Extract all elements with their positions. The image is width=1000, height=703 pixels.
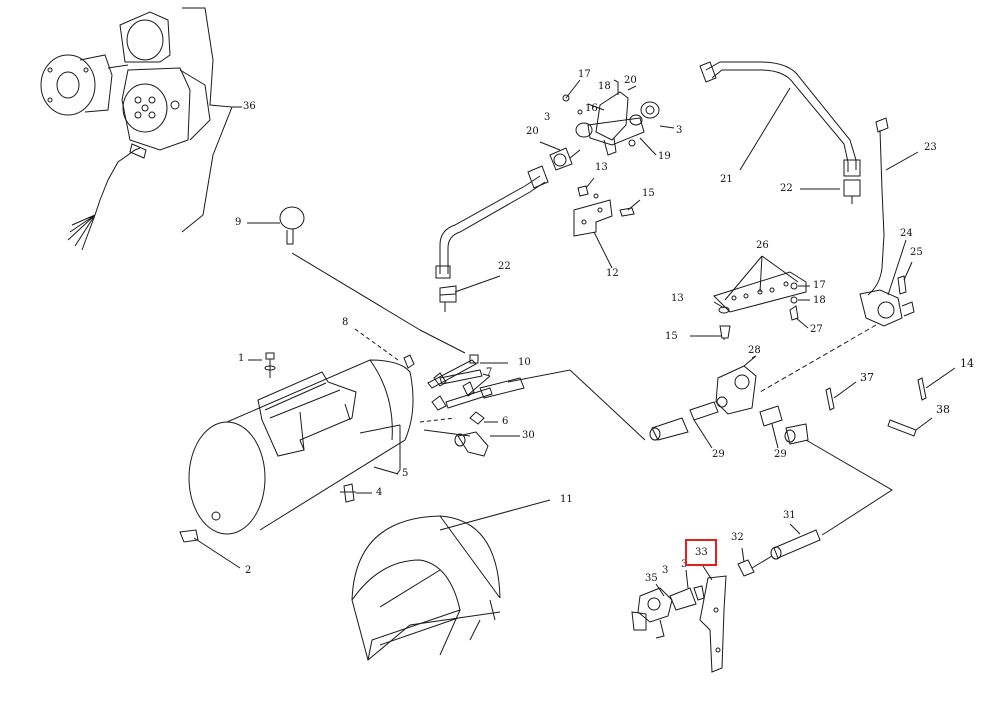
callout-12: 12: [606, 268, 619, 279]
part-2-bolt: [179, 529, 241, 569]
callout-37: 37: [860, 371, 874, 384]
callout-13b: 13: [671, 293, 684, 304]
callout-26: 26: [756, 240, 769, 251]
callout-13: 13: [595, 162, 608, 173]
callout-3d: 3: [681, 559, 688, 570]
callout-25: 25: [910, 247, 923, 258]
part-pressure-switch: [539, 79, 675, 269]
callout-22: 22: [780, 183, 793, 194]
part-37-pin: [825, 381, 857, 411]
callout-29a: 29: [712, 449, 725, 460]
part-6-nut: [469, 411, 498, 425]
callout-8: 8: [342, 317, 349, 328]
callout-20b: 20: [526, 126, 539, 137]
part-7-fittings: [439, 369, 525, 409]
callout-28: 28: [748, 345, 761, 356]
callout-21: 21: [720, 174, 733, 185]
callout-9: 9: [235, 217, 242, 228]
callout-3c: 3: [662, 565, 669, 576]
callout-1: 1: [238, 353, 245, 364]
part-11-cover: [351, 499, 551, 661]
callout-18b: 18: [813, 295, 826, 306]
callout-17b: 17: [813, 280, 826, 291]
callout-6: 6: [502, 416, 509, 427]
callout-19: 19: [658, 151, 671, 162]
callout-16: 16: [585, 103, 598, 114]
callout-30: 30: [522, 430, 535, 441]
callout-38: 38: [936, 403, 950, 416]
part-4-drain: [340, 483, 372, 503]
callout-3b: 3: [676, 125, 683, 136]
callout-33: 33: [695, 547, 708, 558]
part-21-pipe: [699, 61, 861, 204]
part-9-gauge: [247, 206, 466, 354]
part-5-tank: [188, 354, 475, 535]
callout-32: 32: [731, 532, 744, 543]
callout-20: 20: [624, 75, 637, 86]
part-35-drain-valve: [631, 569, 705, 639]
part-26-plate: [690, 255, 810, 340]
callout-14: 14: [960, 357, 974, 370]
callout-27: 27: [810, 324, 823, 335]
callout-29b: 29: [774, 449, 787, 460]
callout-7: 7: [486, 367, 493, 378]
callout-22b: 22: [498, 261, 511, 272]
callout-5: 5: [402, 468, 409, 479]
callout-36: 36: [243, 101, 256, 112]
callout-18: 18: [598, 81, 611, 92]
part-28-valve: [507, 355, 893, 536]
part-23-tube: [867, 117, 919, 296]
callout-31: 31: [783, 510, 796, 521]
callout-24: 24: [900, 228, 913, 239]
part-hose-upper: [435, 165, 549, 312]
callout-23: 23: [924, 142, 937, 153]
part-14-pin: [917, 367, 956, 401]
callout-17: 17: [578, 69, 591, 80]
callout-4: 4: [376, 487, 383, 498]
callout-3: 3: [544, 112, 551, 123]
part-31-pipe: [770, 523, 821, 560]
callout-10: 10: [518, 357, 531, 368]
part-24-valve: [759, 239, 915, 393]
highlight-callout-33: [685, 539, 717, 566]
part-32-nut: [737, 547, 773, 577]
part-10-bolt: [427, 354, 508, 389]
part-33-bracket: [699, 565, 727, 673]
callout-2: 2: [245, 565, 252, 576]
callout-15b: 15: [665, 331, 678, 342]
callout-35: 35: [645, 573, 658, 584]
part-38-pin: [887, 417, 933, 437]
callout-11: 11: [560, 494, 573, 505]
part-1-bolt: [248, 352, 276, 378]
part-30-valve: [454, 431, 520, 457]
part-36-socket-assembly: [40, 7, 242, 251]
callout-15: 15: [642, 188, 655, 199]
